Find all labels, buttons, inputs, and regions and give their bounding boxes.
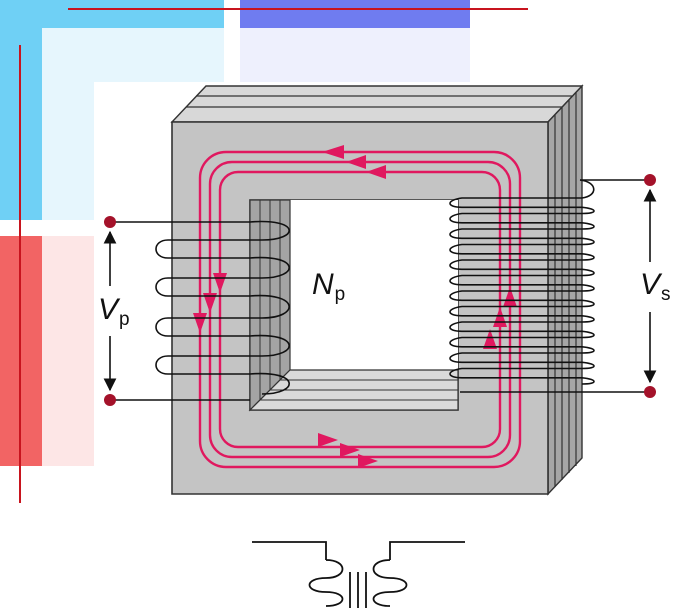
secondary-turn — [449, 259, 595, 277]
secondary-turn — [449, 243, 595, 261]
slide-red-block — [0, 236, 42, 466]
slide-blue-block — [240, 0, 470, 28]
slide-top-rule — [68, 8, 528, 10]
secondary-turn — [449, 367, 595, 385]
terminals — [104, 174, 656, 406]
secondary-turn — [449, 212, 595, 230]
slide-left-rule — [19, 45, 21, 503]
secondary-turn — [449, 228, 595, 246]
secondary-winding — [449, 179, 650, 393]
secondary-turn — [449, 197, 595, 215]
secondary-turn — [449, 352, 595, 370]
secondary-turn — [449, 290, 595, 308]
slide-pink-block — [42, 236, 94, 466]
secondary-turn — [449, 336, 595, 354]
primary-winding — [110, 220, 290, 401]
secondary-turn — [449, 321, 595, 339]
core-window — [248, 199, 459, 412]
primary-voltage-label: Vp — [98, 293, 130, 330]
primary-turns-label: Np — [312, 268, 346, 305]
core-laminations-side — [547, 84, 583, 496]
secondary-turn — [449, 274, 595, 292]
transformer-symbol — [252, 541, 465, 608]
secondary-voltage-label: Vs — [640, 268, 671, 305]
secondary-turn — [449, 305, 595, 323]
core-laminations-top — [170, 85, 584, 123]
